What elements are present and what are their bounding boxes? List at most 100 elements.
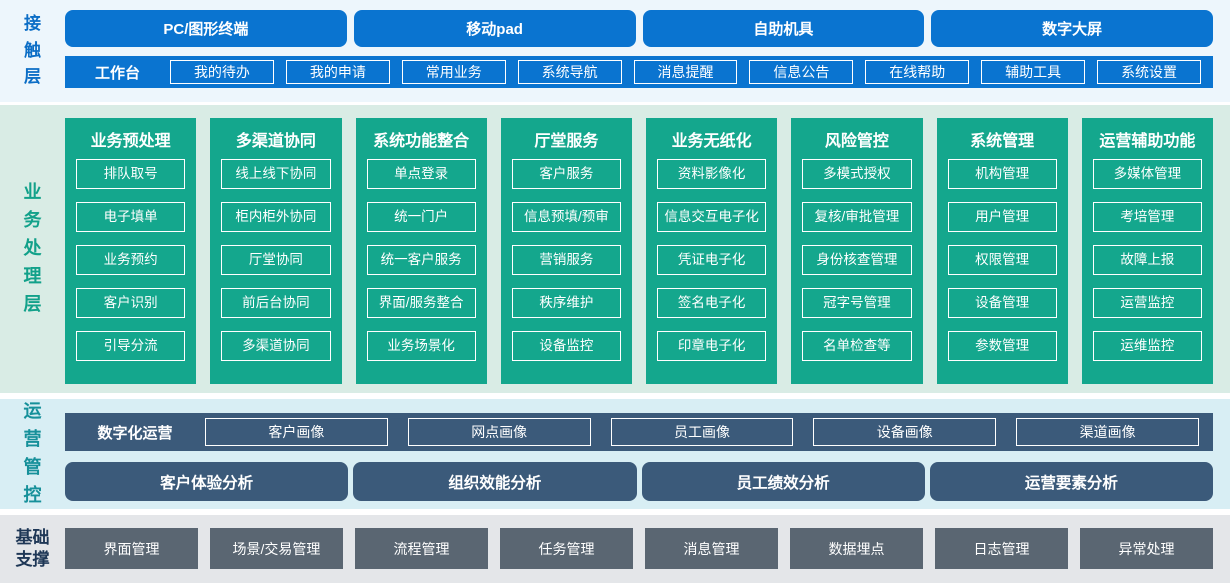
- column-title: 运营辅助功能: [1099, 133, 1196, 150]
- operations-layer-label: 运营管控: [23, 401, 42, 505]
- module-cell[interactable]: 引导分流: [76, 331, 186, 361]
- column-title: 风险管控: [824, 133, 889, 150]
- column-title: 业务无纸化: [671, 133, 752, 150]
- module-cell[interactable]: 用户管理: [947, 202, 1057, 232]
- foundation-layer-section: 基础支撑 界面管理场景/交易管理流程管理任务管理消息管理数据埋点日志管理异常处理: [0, 515, 1230, 583]
- portrait-item[interactable]: 网点画像: [407, 418, 591, 446]
- module-cell[interactable]: 考培管理: [1092, 202, 1202, 232]
- foundation-layer-content: 界面管理场景/交易管理流程管理任务管理消息管理数据埋点日志管理异常处理: [65, 515, 1230, 583]
- module-cell[interactable]: 信息预填/预审: [511, 202, 621, 232]
- module-cell[interactable]: 冠字号管理: [802, 288, 912, 318]
- module-cell[interactable]: 运营监控: [1092, 288, 1202, 318]
- business-column-paperless: 业务无纸化 资料影像化信息交互电子化凭证电子化签名电子化印章电子化: [646, 118, 778, 384]
- terminal-button[interactable]: 移动pad: [353, 10, 636, 47]
- foundation-item[interactable]: 流程管理: [355, 528, 488, 569]
- module-cell[interactable]: 复核/审批管理: [802, 202, 912, 232]
- foundation-item[interactable]: 数据埋点: [790, 528, 923, 569]
- module-cell[interactable]: 统一门户: [366, 202, 476, 232]
- module-cell[interactable]: 客户服务: [511, 159, 621, 189]
- foundation-item[interactable]: 任务管理: [500, 528, 633, 569]
- module-cell[interactable]: 业务场景化: [366, 331, 476, 361]
- column-title: 多渠道协同: [235, 133, 316, 150]
- analysis-box[interactable]: 员工绩效分析: [641, 462, 925, 501]
- column-title: 业务预处理: [90, 133, 171, 150]
- module-cell[interactable]: 线上线下协同: [221, 159, 331, 189]
- operations-layer-label-wrap: 运营管控: [0, 399, 65, 509]
- foundation-item[interactable]: 消息管理: [645, 528, 778, 569]
- module-cell[interactable]: 信息交互电子化: [657, 202, 767, 232]
- workbench-item[interactable]: 消息提醒: [633, 60, 738, 84]
- module-cell[interactable]: 身份核查管理: [802, 245, 912, 275]
- workbench-item[interactable]: 在线帮助: [865, 60, 970, 84]
- foundation-item-row: 界面管理场景/交易管理流程管理任务管理消息管理数据埋点日志管理异常处理: [65, 528, 1213, 569]
- business-column-system-integration: 系统功能整合 单点登录统一门户统一客户服务界面/服务整合业务场景化: [355, 118, 487, 384]
- portrait-item[interactable]: 设备画像: [813, 418, 997, 446]
- digital-operations-label: 数字化运营: [97, 424, 173, 442]
- module-cell[interactable]: 排队取号: [76, 159, 186, 189]
- terminal-button[interactable]: 数字大屏: [931, 10, 1213, 47]
- business-layer-label-wrap: 业务处理层: [0, 105, 65, 393]
- module-cell[interactable]: 设备管理: [947, 288, 1057, 318]
- foundation-layer-label-wrap: 基础支撑: [0, 515, 65, 583]
- module-cell[interactable]: 秩序维护: [511, 288, 621, 318]
- workbench-item[interactable]: 我的申请: [285, 60, 390, 84]
- workbench-item[interactable]: 系统设置: [1097, 60, 1202, 84]
- module-cell[interactable]: 机构管理: [947, 159, 1057, 189]
- module-cell[interactable]: 前后台协同: [221, 288, 331, 318]
- workbench-item-row: 我的待办我的申请常用业务系统导航消息提醒信息公告在线帮助辅助工具系统设置: [170, 60, 1202, 84]
- module-cell[interactable]: 签名电子化: [657, 288, 767, 318]
- terminal-button[interactable]: 自助机具: [642, 10, 925, 47]
- business-column-risk-control: 风险管控 多模式授权复核/审批管理身份核查管理冠字号管理名单检查等: [791, 118, 923, 384]
- portrait-item[interactable]: 客户画像: [205, 418, 388, 446]
- analysis-box[interactable]: 运营要素分析: [929, 462, 1213, 501]
- module-cell[interactable]: 印章电子化: [657, 331, 767, 361]
- foundation-item[interactable]: 异常处理: [1080, 528, 1213, 569]
- workbench-label: 工作台: [94, 64, 140, 82]
- module-cell[interactable]: 名单检查等: [802, 331, 912, 361]
- foundation-item[interactable]: 场景/交易管理: [210, 528, 343, 569]
- module-cell[interactable]: 厅堂协同: [221, 245, 331, 275]
- business-layer-content: 业务预处理 排队取号电子填单业务预约客户识别引导分流 多渠道协同 线上线下协同柜…: [65, 105, 1230, 393]
- business-column-lobby-service: 厅堂服务 客户服务信息预填/预审营销服务秩序维护设备监控: [500, 118, 632, 384]
- portrait-item-row: 客户画像网点画像员工画像设备画像渠道画像: [205, 418, 1199, 446]
- module-cell[interactable]: 资料影像化: [657, 159, 767, 189]
- portrait-item[interactable]: 员工画像: [610, 418, 794, 446]
- foundation-item[interactable]: 界面管理: [65, 528, 198, 569]
- module-cell[interactable]: 电子填单: [76, 202, 186, 232]
- workbench-item[interactable]: 信息公告: [749, 60, 854, 84]
- module-cell[interactable]: 设备监控: [511, 331, 621, 361]
- analysis-box[interactable]: 客户体验分析: [65, 462, 349, 501]
- workbench-item[interactable]: 我的待办: [170, 60, 274, 84]
- terminal-button[interactable]: PC/图形终端: [65, 10, 347, 47]
- operations-layer-content: 数字化运营 客户画像网点画像员工画像设备画像渠道画像 客户体验分析组织效能分析员…: [65, 399, 1230, 509]
- module-cell[interactable]: 参数管理: [947, 331, 1057, 361]
- column-title: 系统功能整合: [373, 133, 470, 150]
- operations-layer-section: 运营管控 数字化运营 客户画像网点画像员工画像设备画像渠道画像 客户体验分析组织…: [0, 399, 1230, 509]
- module-cell[interactable]: 界面/服务整合: [366, 288, 476, 318]
- module-cell[interactable]: 业务预约: [76, 245, 186, 275]
- module-cell[interactable]: 客户识别: [76, 288, 186, 318]
- analysis-box[interactable]: 组织效能分析: [353, 462, 637, 501]
- module-cell[interactable]: 多渠道协同: [221, 331, 331, 361]
- workbench-item[interactable]: 常用业务: [401, 60, 506, 84]
- module-cell[interactable]: 统一客户服务: [366, 245, 476, 275]
- module-cell[interactable]: 营销服务: [511, 245, 621, 275]
- module-cell[interactable]: 多媒体管理: [1092, 159, 1202, 189]
- module-cell[interactable]: 凭证电子化: [657, 245, 767, 275]
- column-title: 厅堂服务: [534, 133, 599, 150]
- contact-layer-label: 接触层: [24, 14, 41, 87]
- module-cell[interactable]: 权限管理: [947, 245, 1057, 275]
- module-cell[interactable]: 运维监控: [1092, 331, 1202, 361]
- portrait-item[interactable]: 渠道画像: [1016, 418, 1199, 446]
- module-cell[interactable]: 多模式授权: [802, 159, 912, 189]
- module-cell[interactable]: 故障上报: [1092, 245, 1202, 275]
- workbench-item[interactable]: 系统导航: [517, 60, 622, 84]
- workbench-item[interactable]: 辅助工具: [981, 60, 1086, 84]
- foundation-item[interactable]: 日志管理: [935, 528, 1068, 569]
- digital-operations-bar: 数字化运营 客户画像网点画像员工画像设备画像渠道画像: [65, 413, 1213, 451]
- module-cell[interactable]: 柜内柜外协同: [221, 202, 331, 232]
- module-cell[interactable]: 单点登录: [366, 159, 476, 189]
